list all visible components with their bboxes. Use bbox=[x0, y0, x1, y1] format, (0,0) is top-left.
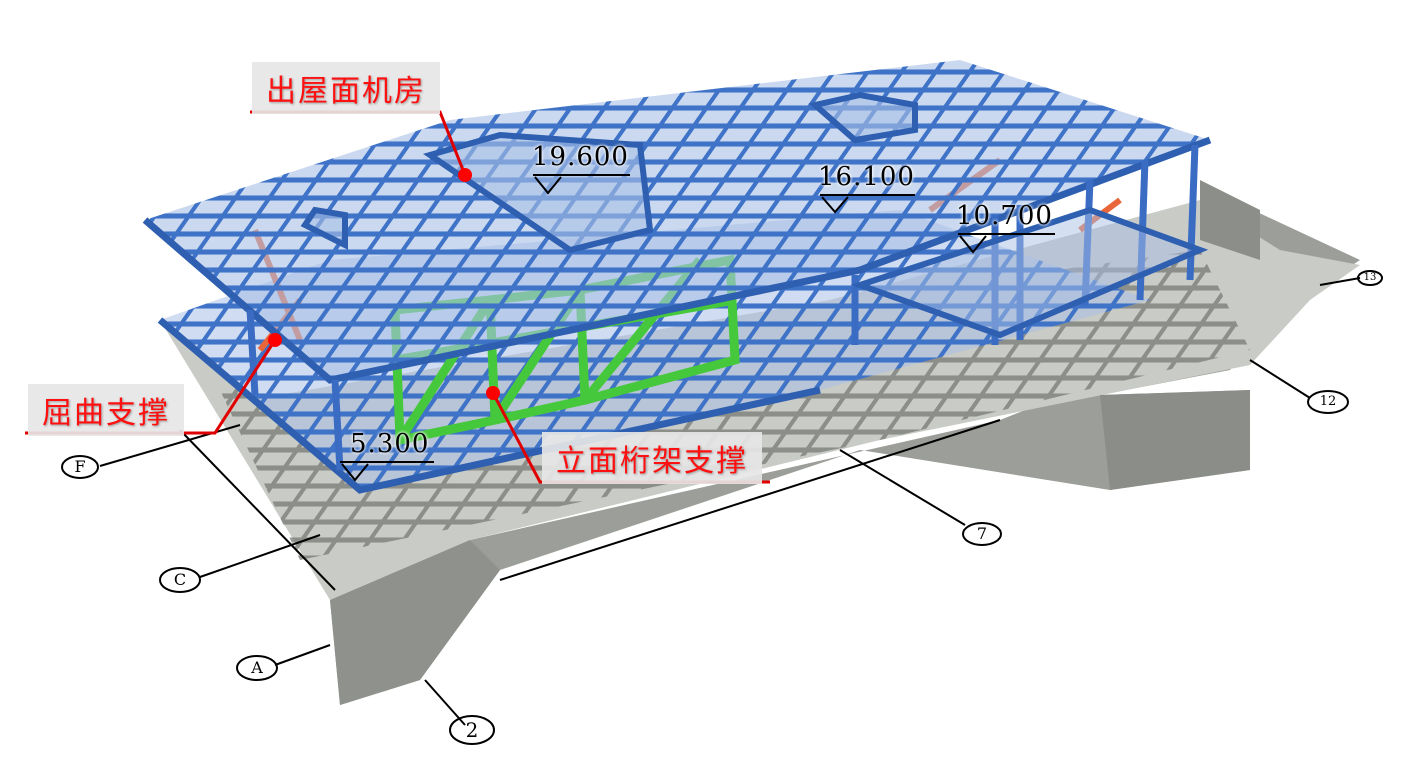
axis-label-2: 2 bbox=[465, 718, 479, 742]
elevation-label-16100: 16.100 bbox=[818, 162, 915, 192]
axis-label-c: C bbox=[173, 570, 187, 589]
axis-label-f: F bbox=[74, 457, 86, 476]
grid-axis-lines bbox=[61, 270, 1383, 745]
callout-anchor-dots bbox=[268, 168, 500, 400]
axis-label-7: 7 bbox=[976, 524, 988, 543]
callout-roof-machine-room: 出屋面机房 bbox=[252, 62, 440, 114]
elevation-markers bbox=[340, 174, 1055, 482]
callout-facade-truss-brace: 立面桁架支撑 bbox=[542, 432, 762, 484]
floor-16100 bbox=[142, 60, 1212, 384]
axis-label-12: 12 bbox=[1319, 394, 1337, 409]
elevation-label-5300: 5.300 bbox=[350, 429, 430, 459]
axis-label-top-right: 13 bbox=[1363, 272, 1377, 283]
callout-buckling-brace: 屈曲支撑 bbox=[28, 384, 184, 436]
elevation-label-10700: 10.700 bbox=[956, 201, 1053, 231]
elevation-label-19600: 19.600 bbox=[532, 142, 629, 172]
axis-label-a: A bbox=[251, 658, 263, 677]
roof-machine-room bbox=[300, 91, 918, 254]
